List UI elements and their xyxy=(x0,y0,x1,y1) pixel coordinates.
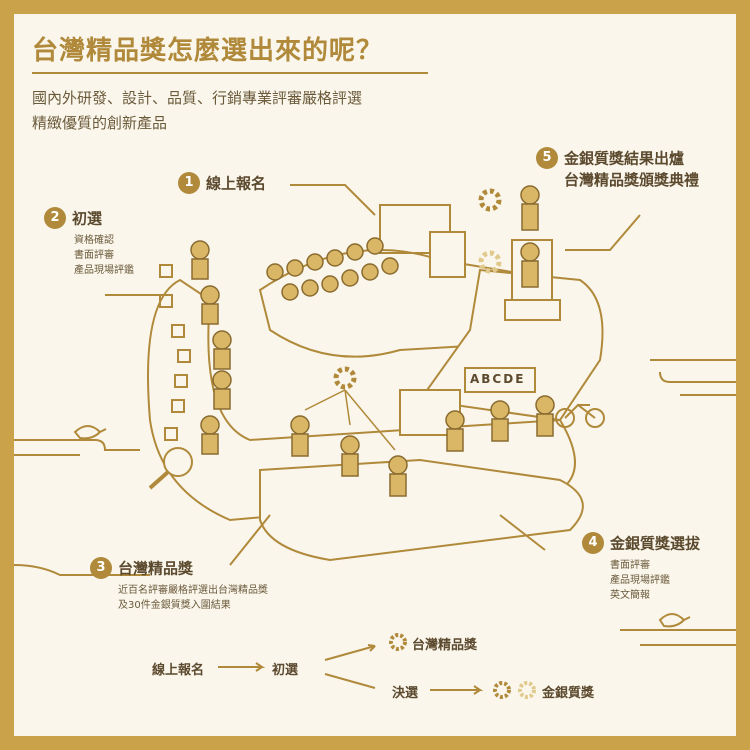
step-2-number: 2 xyxy=(44,207,66,229)
flow-preliminary: 初選 xyxy=(272,663,299,678)
step-4-number: 4 xyxy=(582,532,604,554)
presentation-screen-text: ABCDE xyxy=(470,372,526,386)
cloud-left xyxy=(14,439,140,456)
bicycle-icon xyxy=(555,408,575,428)
flow-arrow-3 xyxy=(324,673,376,689)
step-5-title: 金銀質獎結果出爐 xyxy=(564,149,685,168)
bird-left-icon xyxy=(73,425,107,440)
title-divider xyxy=(32,72,428,74)
step-4-title: 金銀質獎選拔 xyxy=(610,534,701,553)
page-title: 台灣精品獎怎麼選出來的呢？ xyxy=(32,36,384,66)
step-1: 1 線上報名 xyxy=(178,172,266,194)
step-2-sub-2: 書面評審 xyxy=(74,250,114,261)
flow-arrow-4 xyxy=(430,685,484,695)
step-3-number: 3 xyxy=(90,557,112,579)
flow-register: 線上報名 xyxy=(152,663,205,678)
cloud-bottom-left xyxy=(13,564,150,576)
leader-line-4 xyxy=(499,514,546,551)
magnifier-icon xyxy=(163,447,193,477)
step-4: 4 金銀質獎選拔 書面評審 產品現場評鑑 英文簡報 xyxy=(582,532,700,603)
step-3: 3 台灣精品獎 近百名評審嚴格評選出台灣精品獎 及30件金銀質獎入圍結果 xyxy=(90,557,268,613)
step-1-title: 線上報名 xyxy=(206,174,267,193)
cloud-right xyxy=(650,359,736,396)
step-5-number: 5 xyxy=(536,147,558,169)
bird-right-icon xyxy=(658,613,691,628)
judges-group xyxy=(190,185,555,497)
step-4-sub-2: 產品現場評鑑 xyxy=(610,575,670,586)
step-4-sub-1: 書面評審 xyxy=(610,560,650,571)
step-2-title: 初選 xyxy=(72,209,103,228)
award-badge-icons xyxy=(333,188,536,699)
browser-window-icon xyxy=(379,204,451,254)
intro-line-2: 精緻優質的創新產品 xyxy=(32,114,168,132)
step-3-sub-1: 近百名評審嚴格評選出台灣精品獎 xyxy=(118,585,268,596)
intro-line-1: 國內外研發、設計、品質、行銷專業評審嚴格評選 xyxy=(32,89,363,107)
flow-award: 台灣精品獎 xyxy=(412,638,478,653)
step-4-sub-3: 英文簡報 xyxy=(610,590,650,601)
flow-final: 決選 xyxy=(392,686,419,701)
cloud-bottom-right xyxy=(620,629,736,646)
step-3-sub-2: 及30件金銀質獎入圍結果 xyxy=(118,600,231,611)
leader-line-5 xyxy=(565,214,641,251)
page-frame xyxy=(14,14,736,736)
platform-bottom xyxy=(259,458,584,562)
step-3-title: 台灣精品獎 xyxy=(118,559,194,578)
step-5: 5 金銀質獎結果出爐 台灣精品獎頒獎典禮 xyxy=(536,147,699,190)
step-2: 2 初選 資格確認 書面評審 產品現場評鑑 xyxy=(44,207,134,278)
leader-line-3 xyxy=(229,514,271,566)
step-2-sub-3: 產品現場評鑑 xyxy=(74,265,134,276)
flow-arrow-2 xyxy=(324,644,376,661)
leader-line-1 xyxy=(290,184,376,216)
flow-arrow-1 xyxy=(218,662,266,672)
step-5-title-2: 台灣精品獎頒獎典禮 xyxy=(564,171,700,189)
step-1-number: 1 xyxy=(178,172,200,194)
intro-text: 國內外研發、設計、品質、行銷專業評審嚴格評選 精緻優質的創新產品 xyxy=(32,86,362,136)
step-2-sub-1: 資格確認 xyxy=(74,235,114,246)
flow-gold-silver: 金銀質獎 xyxy=(542,686,595,701)
